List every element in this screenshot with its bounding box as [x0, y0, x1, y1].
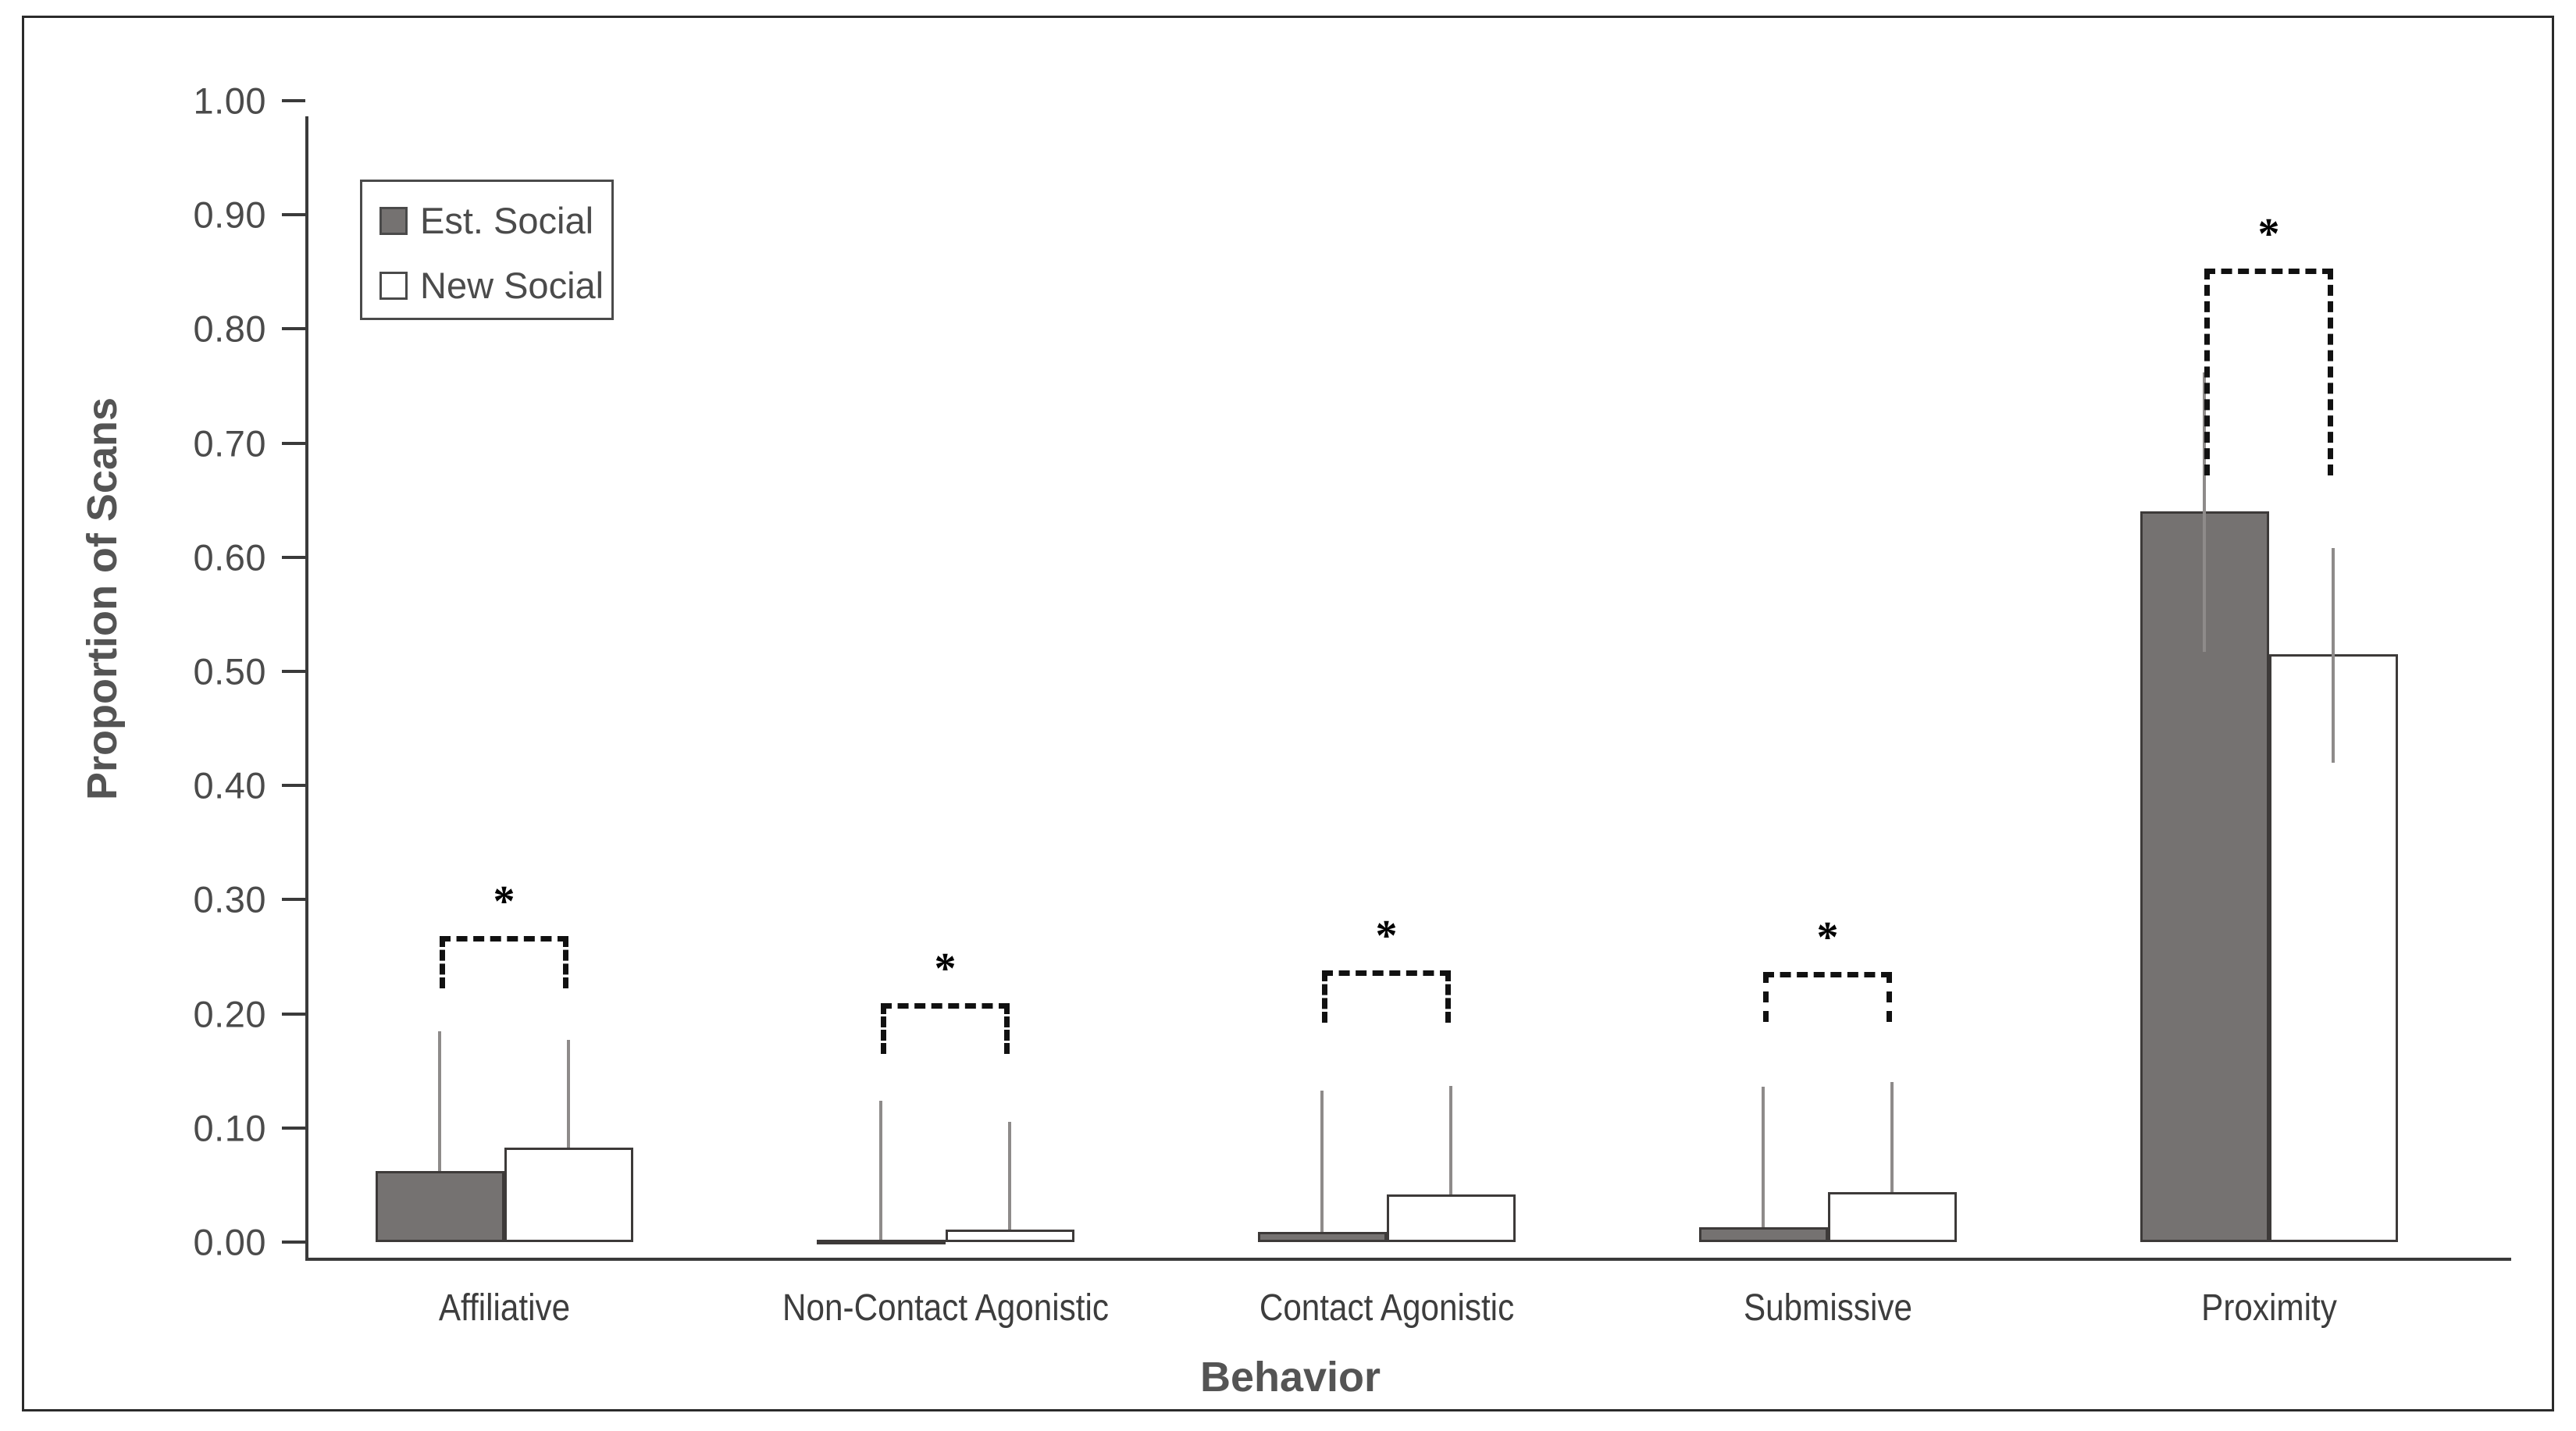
chart-legend: Est. Social New Social	[360, 180, 614, 320]
y-axis-tick	[282, 99, 305, 102]
y-axis-tick-label: 0.90	[193, 194, 266, 236]
error-bar-new-social	[567, 1040, 570, 1148]
y-axis-tick-label: 0.20	[193, 993, 266, 1035]
y-axis-tick-label: 0.10	[193, 1107, 266, 1149]
bar-new-social	[1386, 1194, 1516, 1242]
significance-asterisk: *	[1816, 913, 1839, 962]
y-axis-tick-label: 0.60	[193, 536, 266, 578]
y-axis-tick	[282, 670, 305, 673]
y-axis-tick	[282, 327, 305, 331]
error-bar-est-social	[438, 1031, 441, 1172]
error-bar-new-social	[1449, 1085, 1452, 1194]
significance-bracket	[440, 936, 568, 989]
x-axis-tick-label: Non-Contact Agonistic	[782, 1287, 1109, 1329]
y-axis-tick-label: 0.40	[193, 764, 266, 806]
significance-bracket	[2204, 268, 2333, 475]
significance-bracket	[881, 1003, 1010, 1054]
legend-label-new-social: New Social	[420, 265, 604, 306]
significance-bracket	[1322, 970, 1451, 1023]
error-bar-new-social	[1008, 1122, 1011, 1230]
x-axis-tick-label: Affiliative	[438, 1287, 570, 1329]
y-axis-tick-label: 0.70	[193, 422, 266, 465]
y-axis-tick	[282, 1241, 305, 1244]
y-axis-tick-label: 0.00	[193, 1221, 266, 1263]
legend-item-new-social: New Social	[379, 264, 604, 307]
y-axis-line	[305, 116, 308, 1259]
x-axis-tick-label: Proximity	[2200, 1287, 2337, 1329]
bar-est-social	[1698, 1226, 1828, 1242]
y-axis-tick	[282, 1126, 305, 1130]
y-axis-tick	[282, 784, 305, 788]
significance-asterisk: *	[2257, 209, 2280, 258]
error-bar-new-social	[2332, 548, 2335, 763]
error-bar-est-social	[879, 1100, 882, 1241]
y-axis-tick-label: 0.80	[193, 308, 266, 350]
bar-est-social	[1257, 1231, 1387, 1242]
error-bar-est-social	[1762, 1087, 1765, 1227]
significance-asterisk: *	[493, 877, 515, 927]
legend-label-est-social: Est. Social	[420, 200, 594, 241]
error-bar-est-social	[2203, 372, 2206, 653]
x-axis-tick-label: Contact Agonistic	[1259, 1287, 1514, 1329]
filled-gray-square-icon	[379, 206, 408, 235]
legend-item-est-social: Est. Social	[379, 199, 593, 242]
y-axis-tick	[282, 213, 305, 217]
bar-new-social	[504, 1147, 633, 1242]
y-axis-tick	[282, 1012, 305, 1016]
y-axis-tick-label: 0.50	[193, 650, 266, 692]
error-bar-new-social	[1890, 1082, 1894, 1192]
y-axis-tick	[282, 555, 305, 559]
y-axis-tick-label: 1.00	[193, 80, 266, 122]
x-axis-line	[305, 1258, 2511, 1261]
x-axis-title: Behavior	[1199, 1354, 1381, 1401]
significance-asterisk: *	[934, 945, 957, 994]
x-axis-tick-label: Submissive	[1743, 1287, 1912, 1329]
y-axis-tick	[282, 441, 305, 445]
bar-est-social	[816, 1240, 946, 1245]
y-axis-title: Proportion of Scans	[79, 397, 126, 800]
y-axis-tick	[282, 898, 305, 902]
bar-new-social	[945, 1229, 1074, 1242]
chart-frame: Proportion of Scans 1.00 0.90 0.80 0.70 0.60…	[22, 16, 2554, 1411]
bar-new-social	[1827, 1191, 1957, 1242]
significance-asterisk: *	[1375, 912, 1398, 961]
significance-bracket	[1763, 971, 1892, 1022]
outlined-white-square-icon	[379, 271, 408, 300]
y-axis-tick-label: 0.30	[193, 878, 266, 920]
error-bar-est-social	[1320, 1090, 1324, 1232]
bar-est-social	[375, 1171, 504, 1242]
